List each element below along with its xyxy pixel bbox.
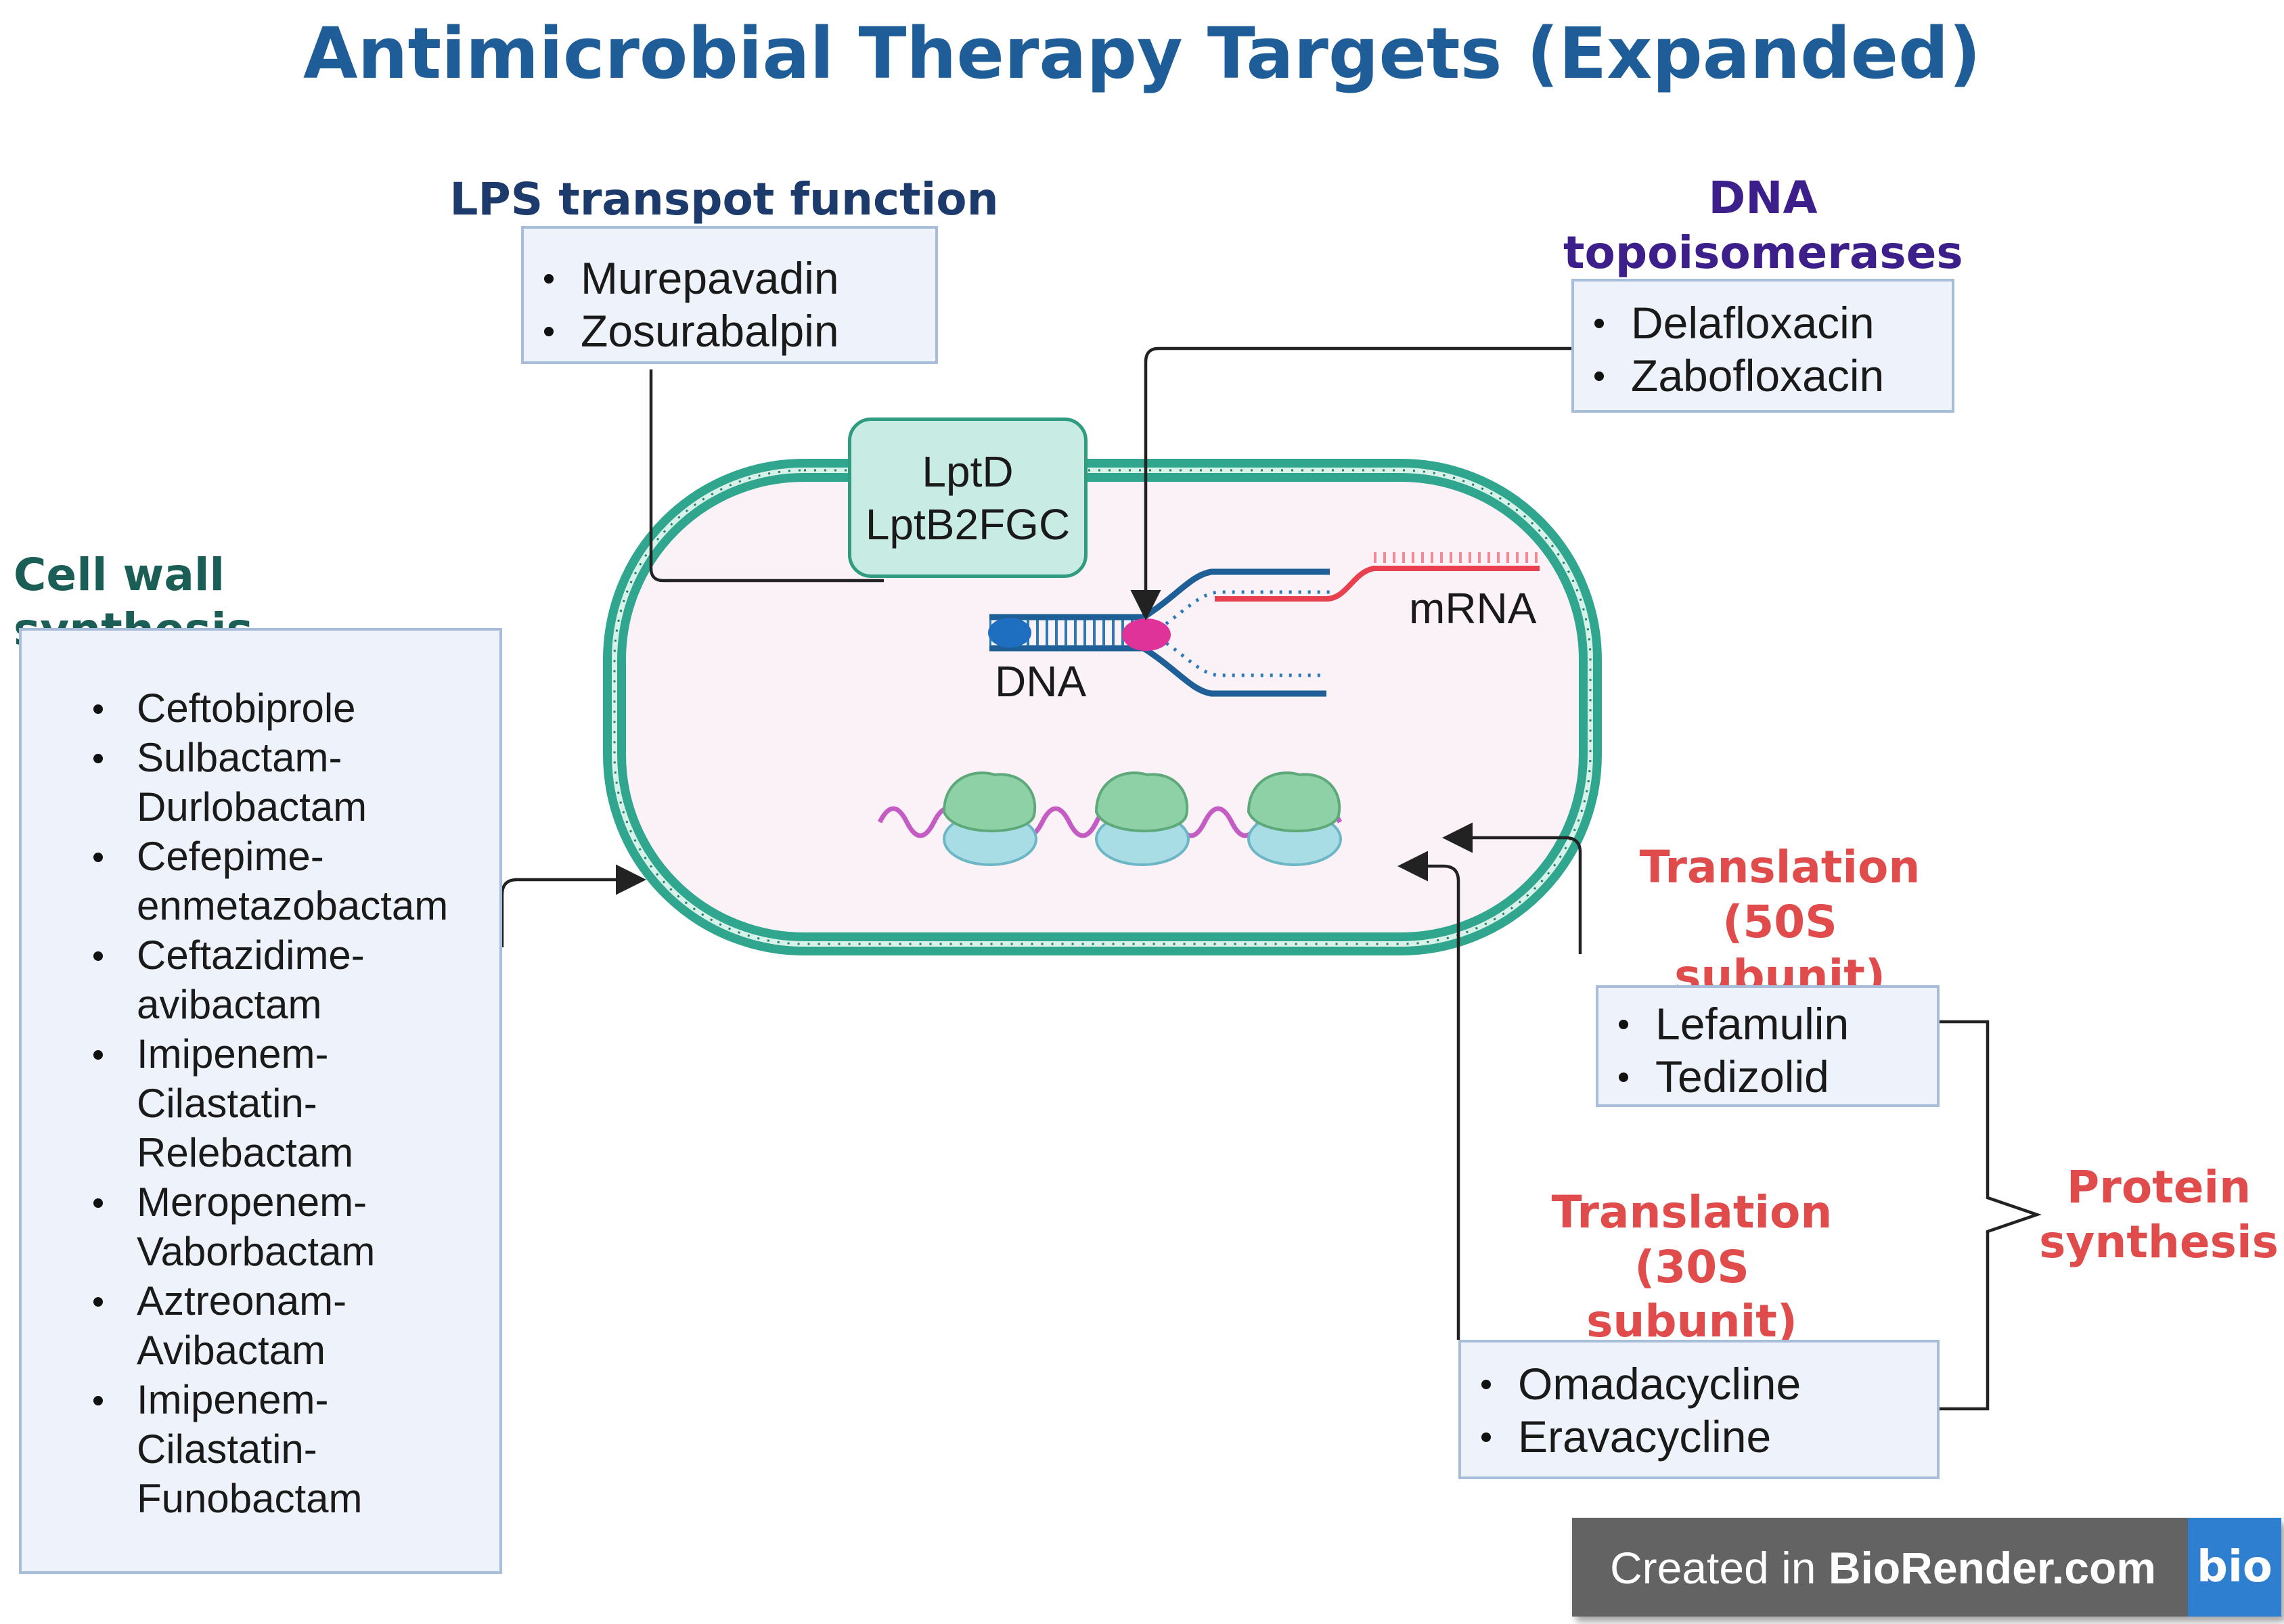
badge-text: Created in BioRender.com <box>1610 1542 2156 1594</box>
list-item: Imipenem-Cilastatin-Relebactam <box>22 1029 499 1177</box>
list-item: Ceftazidime-avibactam <box>22 930 499 1029</box>
translation-30s-heading: Translation (30S subunit) <box>1523 1186 1861 1349</box>
list-item-line: Cilastatin- <box>137 1426 317 1472</box>
list-item-line: Ceftazidime- <box>137 932 365 978</box>
biorender-badge[interactable]: Created in BioRender.com bio <box>1572 1518 2281 1617</box>
list-item: Aztreonam-Avibactam <box>22 1276 499 1375</box>
list-item: Zosurabalpin <box>524 304 935 357</box>
list-item-line: Funobactam <box>137 1476 363 1521</box>
lps-heading: LPS transpot function <box>440 173 1008 227</box>
ribosome <box>1094 771 1190 866</box>
dna-fork <box>988 552 1540 697</box>
list-item-line: Cefepime- <box>137 834 324 879</box>
list-item-line: Cilastatin- <box>137 1081 317 1126</box>
list-item: Sulbactam-Durlobactam <box>22 733 499 832</box>
translation-30s-line-2: (30S subunit) <box>1586 1240 1797 1348</box>
translation-30s-line-1: Translation <box>1551 1186 1833 1238</box>
badge-prefix: Created in <box>1610 1543 1829 1593</box>
translation-30s-arrow <box>1397 851 1460 1340</box>
list-item-line: enmetazobactam <box>137 883 449 928</box>
polysome <box>877 771 1343 866</box>
protein-synthesis-bracket <box>1940 1020 2042 1411</box>
list-item-line: Ceftobiprole <box>137 685 356 731</box>
ribosome <box>942 771 1037 866</box>
translation-50s-arrow <box>1442 822 1582 954</box>
list-item-line: avibactam <box>137 982 322 1027</box>
list-item-line: Durlobactam <box>137 784 367 830</box>
lpt-line-2: LptB2FGC <box>865 499 1071 549</box>
biorender-logo-icon: bio <box>2188 1518 2281 1617</box>
list-item-line: Sulbactam- <box>137 735 342 780</box>
cell-wall-arrow <box>500 864 646 947</box>
mrna-label: mRNA <box>1409 584 1537 633</box>
dna-topo-drug-box: Delafloxacin Zabofloxacin <box>1571 279 1954 413</box>
list-item: Murepavadin <box>524 252 935 304</box>
dna-topo-heading-line-1: DNA <box>1708 172 1818 224</box>
lpt-line-1: LptD <box>922 447 1014 496</box>
lps-connector <box>649 369 884 583</box>
list-item: Omadacycline <box>1461 1357 1937 1410</box>
list-item-line: Vaborbactam <box>137 1229 376 1274</box>
list-item: Meropenem-Vaborbactam <box>22 1177 499 1276</box>
translation-50s-heading: Translation (50S subunit) <box>1611 840 1949 1004</box>
list-item: Delafloxacin <box>1574 296 1952 349</box>
list-item: Imipenem-Cilastatin-Funobactam <box>22 1375 499 1523</box>
translation-50s-line-1: Translation <box>1639 841 1921 893</box>
ribosome <box>1247 771 1342 866</box>
dna-label: DNA <box>995 657 1087 706</box>
list-item-line: Aztreonam- <box>137 1278 347 1324</box>
protein-synthesis-line-2: synthesis <box>2039 1215 2279 1268</box>
dna-topo-heading-line-2: topoisomerases <box>1563 226 1963 279</box>
list-item-line: Meropenem- <box>137 1179 367 1225</box>
list-item: Cefepime-enmetazobactam <box>22 832 499 930</box>
translation-50s-drug-box: Lefamulin Tedizolid <box>1596 985 1940 1107</box>
lpt-transporter: LptD LptB2FGC <box>848 418 1088 578</box>
list-item: Lefamulin <box>1598 997 1937 1050</box>
dna-topo-heading: DNA topoisomerases <box>1563 171 1963 280</box>
dna-topo-arrow <box>1130 346 1571 621</box>
bacterial-cell <box>603 459 1602 955</box>
connectors <box>500 346 2042 1411</box>
protein-synthesis-line-1: Protein <box>2066 1161 2252 1213</box>
protein-synthesis-label: Protein synthesis <box>2037 1160 2281 1269</box>
list-item-line: Avibactam <box>137 1328 326 1373</box>
page-title: Antimicrobial Therapy Targets (Expanded) <box>303 12 1981 95</box>
list-item: Tedizolid <box>1598 1050 1937 1103</box>
list-item-line: Imipenem- <box>137 1377 329 1422</box>
list-item-line: Relebactam <box>137 1130 354 1175</box>
translation-30s-drug-box: Omadacycline Eravacycline <box>1458 1340 1940 1479</box>
lps-drug-box: Murepavadin Zosurabalpin <box>521 226 938 364</box>
list-item-line: Imipenem- <box>137 1031 329 1077</box>
list-item: Ceftobiprole <box>22 683 499 733</box>
list-item: Zabofloxacin <box>1574 349 1952 402</box>
badge-brand: BioRender.com <box>1828 1543 2156 1593</box>
lps-heading-text: LPS transpot function <box>449 173 999 225</box>
list-item: Eravacycline <box>1461 1410 1937 1463</box>
